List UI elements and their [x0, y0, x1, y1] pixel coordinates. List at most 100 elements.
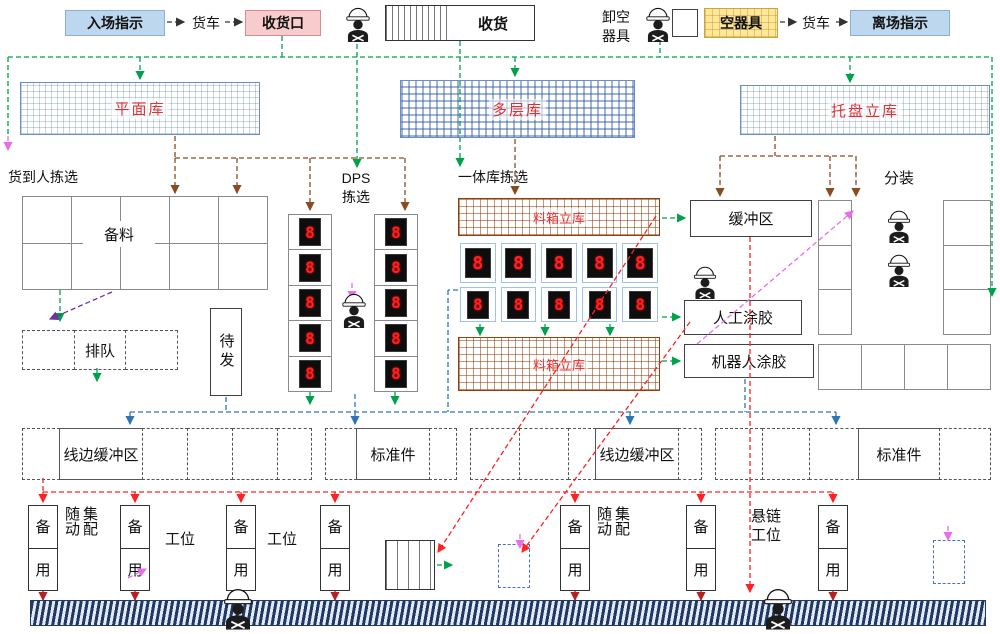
spare-top: 备	[819, 506, 847, 549]
follow-assembly-label: 随动 集配	[595, 506, 630, 536]
pick-display: 8	[299, 218, 321, 247]
pick-display: 8	[505, 248, 532, 278]
spare-top: 备	[687, 506, 715, 549]
empty-container-box	[672, 9, 698, 37]
spare-bottom: 用	[327, 561, 343, 579]
worker-icon	[644, 4, 672, 42]
pick-display: 8	[464, 248, 491, 278]
worker-icon	[762, 584, 794, 630]
storage-cell	[819, 290, 851, 334]
storage-cell	[170, 197, 218, 243]
line-buffer-label: 线边缓冲区	[59, 428, 143, 480]
spare-top: 备	[227, 506, 255, 549]
storage-cell	[905, 345, 947, 389]
receiving-box: 收货	[385, 5, 535, 41]
wait-dispatch-label: 待发	[217, 333, 235, 371]
storage-cell	[121, 243, 169, 289]
storage-cell	[170, 243, 218, 289]
dps-slot: 8	[289, 285, 331, 321]
worker-icon	[222, 584, 254, 630]
buffer-cell	[519, 428, 569, 480]
worker-icon	[886, 207, 912, 243]
storage-cell	[862, 345, 904, 389]
buffer-cell	[678, 428, 702, 480]
spare-bottom: 用	[567, 561, 583, 579]
wait-dispatch-box: 待发	[210, 308, 242, 396]
display-cell: 8	[500, 287, 537, 322]
spare-bottom: 用	[233, 561, 249, 579]
standard-parts-label: 标准件	[858, 428, 940, 480]
receiving-gate: 收货口	[245, 10, 321, 36]
buffer-cell	[809, 428, 859, 480]
integrated-picking-label: 一体库拣选	[458, 169, 528, 185]
standard-parts-label: 标准件	[356, 428, 430, 480]
standard-parts-strip-1: 标准件	[325, 428, 457, 480]
pick-display: 8	[507, 290, 530, 319]
kit-cart-box	[385, 540, 435, 590]
storage-cell	[819, 201, 851, 245]
buffer-cell	[429, 428, 457, 480]
spare-box: 备用	[560, 505, 590, 591]
pick-display: 8	[385, 218, 407, 247]
dps-slot: 8	[375, 215, 417, 250]
buffer-cell	[277, 428, 312, 480]
storage-cell	[219, 197, 267, 243]
display-row-2: 8 8 8 8 8	[460, 287, 658, 322]
receiving-label: 收货	[477, 15, 508, 33]
storage-cell	[23, 197, 71, 243]
entry-sign: 入场指示	[65, 10, 165, 36]
pick-display: 8	[545, 248, 572, 278]
buffer-cell	[325, 428, 357, 480]
subpack-label: 分装	[884, 170, 915, 187]
flat-warehouse: 平面库	[20, 82, 260, 135]
storage-cell	[944, 290, 990, 334]
worker-icon	[344, 4, 372, 42]
buffer-cell	[232, 428, 278, 480]
buffer-cell	[762, 428, 810, 480]
assembly-conveyor	[30, 600, 986, 626]
pick-display: 8	[627, 248, 654, 278]
spare-top: 备	[561, 506, 589, 549]
line-buffer-strip-1: 线边缓冲区	[22, 428, 312, 480]
workstation-label: 工位	[164, 530, 195, 548]
buffer-cell	[187, 428, 233, 480]
reserved-slot	[498, 544, 530, 588]
dps-slot: 8	[289, 250, 331, 285]
pick-display: 8	[299, 359, 321, 388]
manual-glue-box: 人工涂胶	[684, 300, 802, 335]
pick-display: 8	[586, 248, 613, 278]
pick-display: 8	[466, 290, 489, 319]
spare-bottom: 用	[825, 561, 841, 579]
multi-level-warehouse-label: 多层库	[488, 98, 546, 120]
buffer-cell	[22, 428, 60, 480]
pick-display: 8	[385, 288, 407, 317]
worker-icon	[692, 263, 718, 299]
line-buffer-label: 线边缓冲区	[595, 428, 679, 480]
subpack-bottom-row	[818, 344, 991, 390]
display-cell: 8	[581, 243, 618, 283]
dps-slot: 8	[375, 321, 417, 356]
pick-display: 8	[299, 253, 321, 282]
pick-display: 8	[385, 359, 407, 388]
pick-display: 8	[299, 324, 321, 353]
bin-warehouse-label: 料箱立库	[529, 207, 588, 227]
worker-icon	[886, 251, 912, 287]
multi-level-warehouse: 多层库	[400, 80, 635, 138]
pick-display: 8	[385, 324, 407, 353]
storage-cell	[219, 243, 267, 289]
pallet-warehouse: 托盘立库	[740, 85, 990, 135]
line-buffer-strip-2: 线边缓冲区	[470, 428, 702, 480]
display-cell: 8	[460, 287, 496, 322]
receiving-dock-stripes	[386, 6, 452, 40]
dps-picking-label: DPS 拣选	[341, 170, 371, 205]
dps-slot: 8	[289, 356, 331, 391]
spare-top: 备	[321, 506, 349, 549]
robot-glue-box: 机器人涂胶	[684, 344, 814, 378]
pick-display: 8	[588, 290, 611, 319]
dps-slot: 8	[375, 250, 417, 285]
display-cell: 8	[541, 243, 577, 283]
queue-label: 排队	[73, 330, 127, 370]
worker-icon	[340, 290, 368, 328]
display-cell: 8	[500, 243, 537, 283]
spare-box: 备用	[28, 505, 58, 591]
